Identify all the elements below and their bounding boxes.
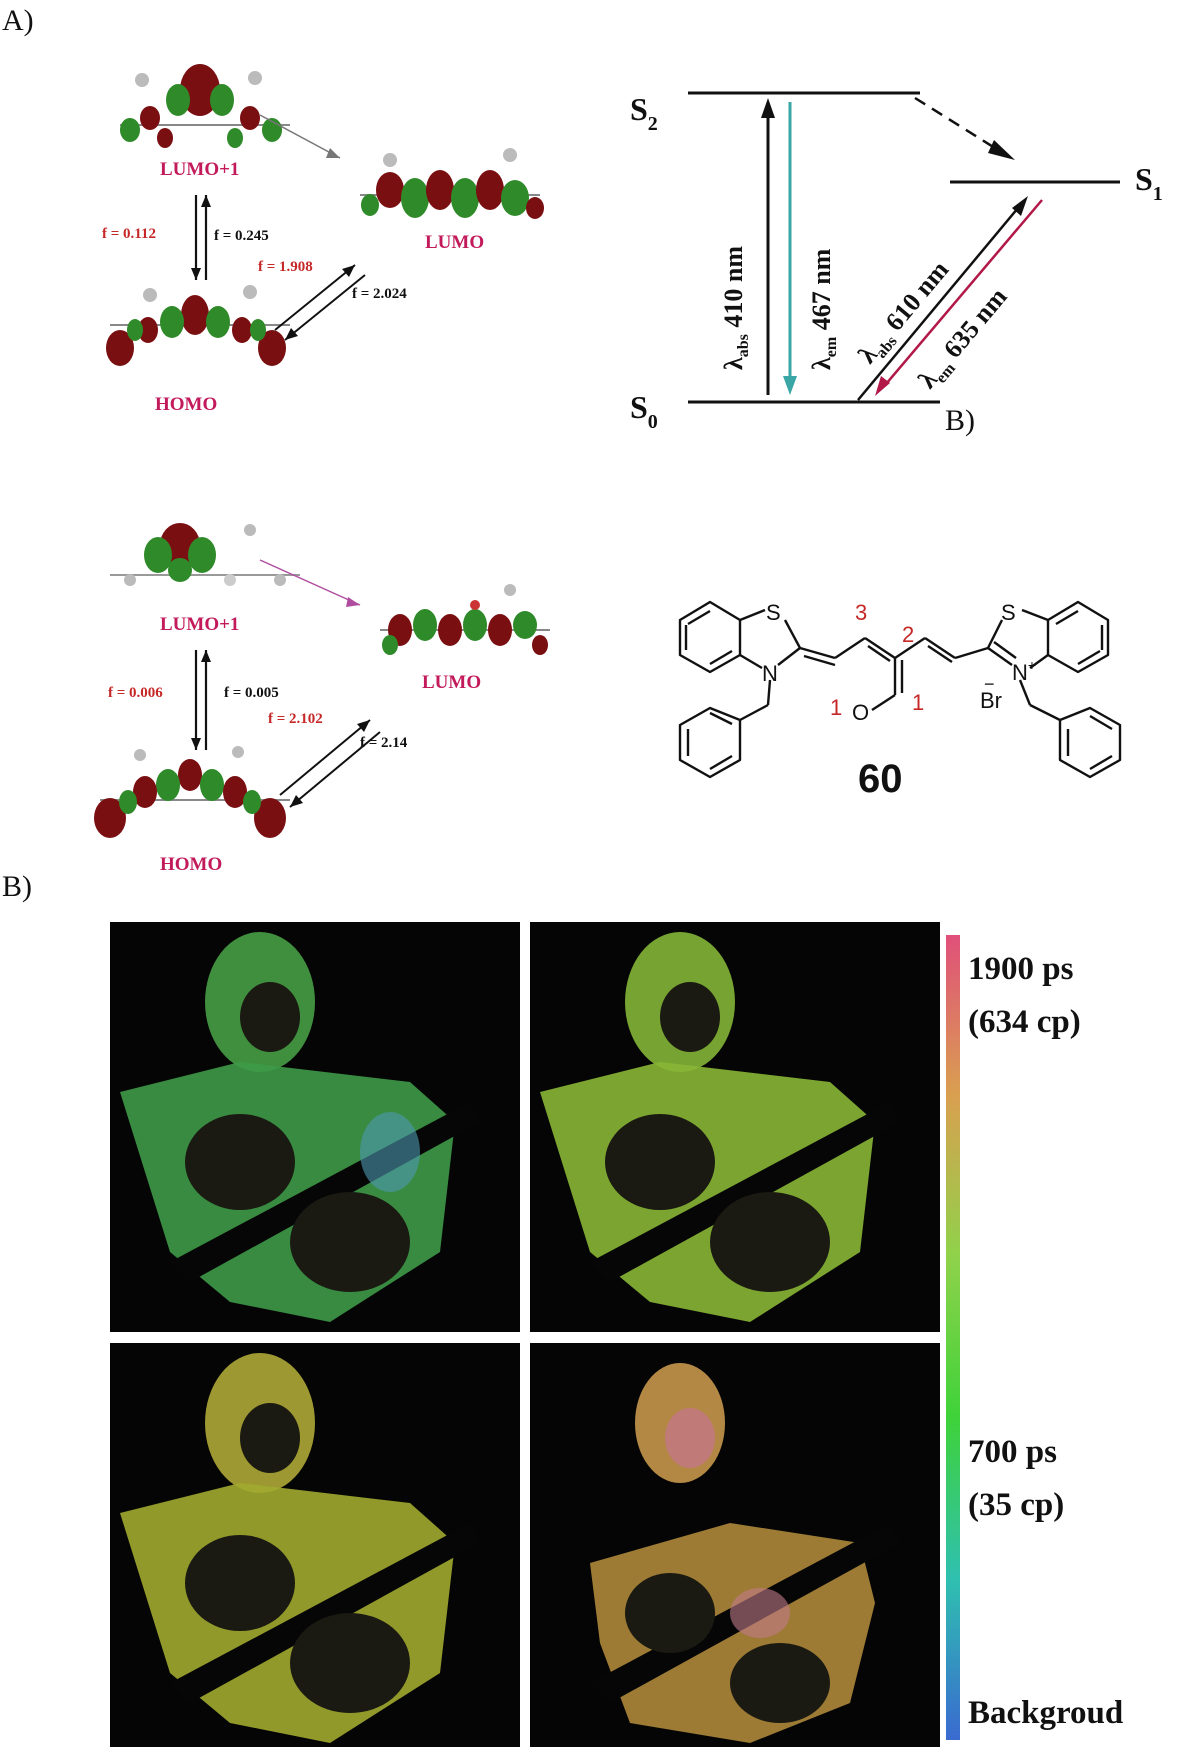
position-1b: 1	[912, 690, 924, 715]
lumo-bottom-label: LUMO	[422, 672, 481, 693]
f-bottom-4: f = 2.14	[360, 735, 408, 751]
atom-s-right: S	[1001, 600, 1016, 625]
position-3: 3	[855, 600, 867, 625]
orbital-lumo1-top	[120, 64, 290, 148]
homo-bottom-label: HOMO	[160, 854, 222, 875]
atom-o: O	[852, 700, 869, 725]
f-bottom-1: f = 0.006	[108, 685, 163, 701]
colorbar-gradient	[946, 935, 960, 1740]
panel-b-energy-label: B)	[945, 404, 975, 437]
abs1-text: λabs 410 nm	[719, 246, 752, 370]
atom-n-right: N+	[1012, 657, 1036, 685]
mo-diagram-bottom: LUMO+1 LUMO	[94, 523, 550, 875]
lumo1-top-label: LUMO+1	[160, 159, 239, 180]
colorbar-mid-label-1: 700 ps	[968, 1434, 1057, 1470]
lumo1-bottom-label: LUMO+1	[160, 614, 239, 635]
counterion-charge: −	[984, 674, 995, 694]
atom-n-left: N	[762, 661, 778, 686]
orbital-homo-top	[106, 285, 290, 366]
panel-b-bottom-label: B)	[2, 870, 32, 903]
colorbar-top-label-1: 1900 ps	[968, 951, 1074, 987]
flim-image-top-right	[530, 922, 940, 1332]
f-bottom-3: f = 2.102	[268, 711, 323, 727]
orbital-lumo1-bottom	[110, 523, 300, 586]
f-top-4: f = 2.024	[352, 286, 407, 302]
chemical-structure-60: S N S N+ Br − O 1 1 2 3 60	[678, 600, 1122, 801]
orbital-lumo-top	[360, 148, 544, 219]
counterion: Br	[980, 688, 1002, 713]
position-1a: 1	[830, 695, 842, 720]
energy-level-diagram: S2 S1 S0 B) λabs 410 nm λem 467 nm λabs …	[630, 91, 1163, 437]
colorbar-bottom-label: Backgroud	[968, 1695, 1124, 1731]
homo-top-label: HOMO	[155, 394, 217, 415]
f-bottom-2: f = 0.005	[224, 685, 279, 701]
s1-label: S1	[1135, 161, 1163, 205]
orbital-homo-bottom	[94, 746, 290, 838]
s2-label: S2	[630, 91, 658, 135]
f-top-3: f = 1.908	[258, 259, 313, 275]
flim-image-bottom-left	[110, 1343, 520, 1747]
s0-label: S0	[630, 389, 658, 433]
orbital-lumo-bottom	[380, 584, 550, 655]
compound-number: 60	[858, 757, 903, 801]
flim-image-bottom-right	[530, 1343, 940, 1747]
flim-image-top-left	[110, 922, 520, 1332]
f-top-2: f = 0.245	[214, 228, 269, 244]
colorbar-top-label-2: (634 cp)	[968, 1004, 1081, 1040]
mo-diagram-top: LUMO+1 LUMO	[102, 64, 544, 415]
position-2: 2	[902, 622, 914, 647]
em1-text: λem 467 nm	[807, 248, 840, 370]
lumo-top-label: LUMO	[425, 232, 484, 253]
f-top-1: f = 0.112	[102, 226, 156, 242]
colorbar-mid-label-2: (35 cp)	[968, 1487, 1065, 1523]
panel-a-label: A)	[2, 4, 34, 37]
atom-s-left: S	[766, 600, 781, 625]
